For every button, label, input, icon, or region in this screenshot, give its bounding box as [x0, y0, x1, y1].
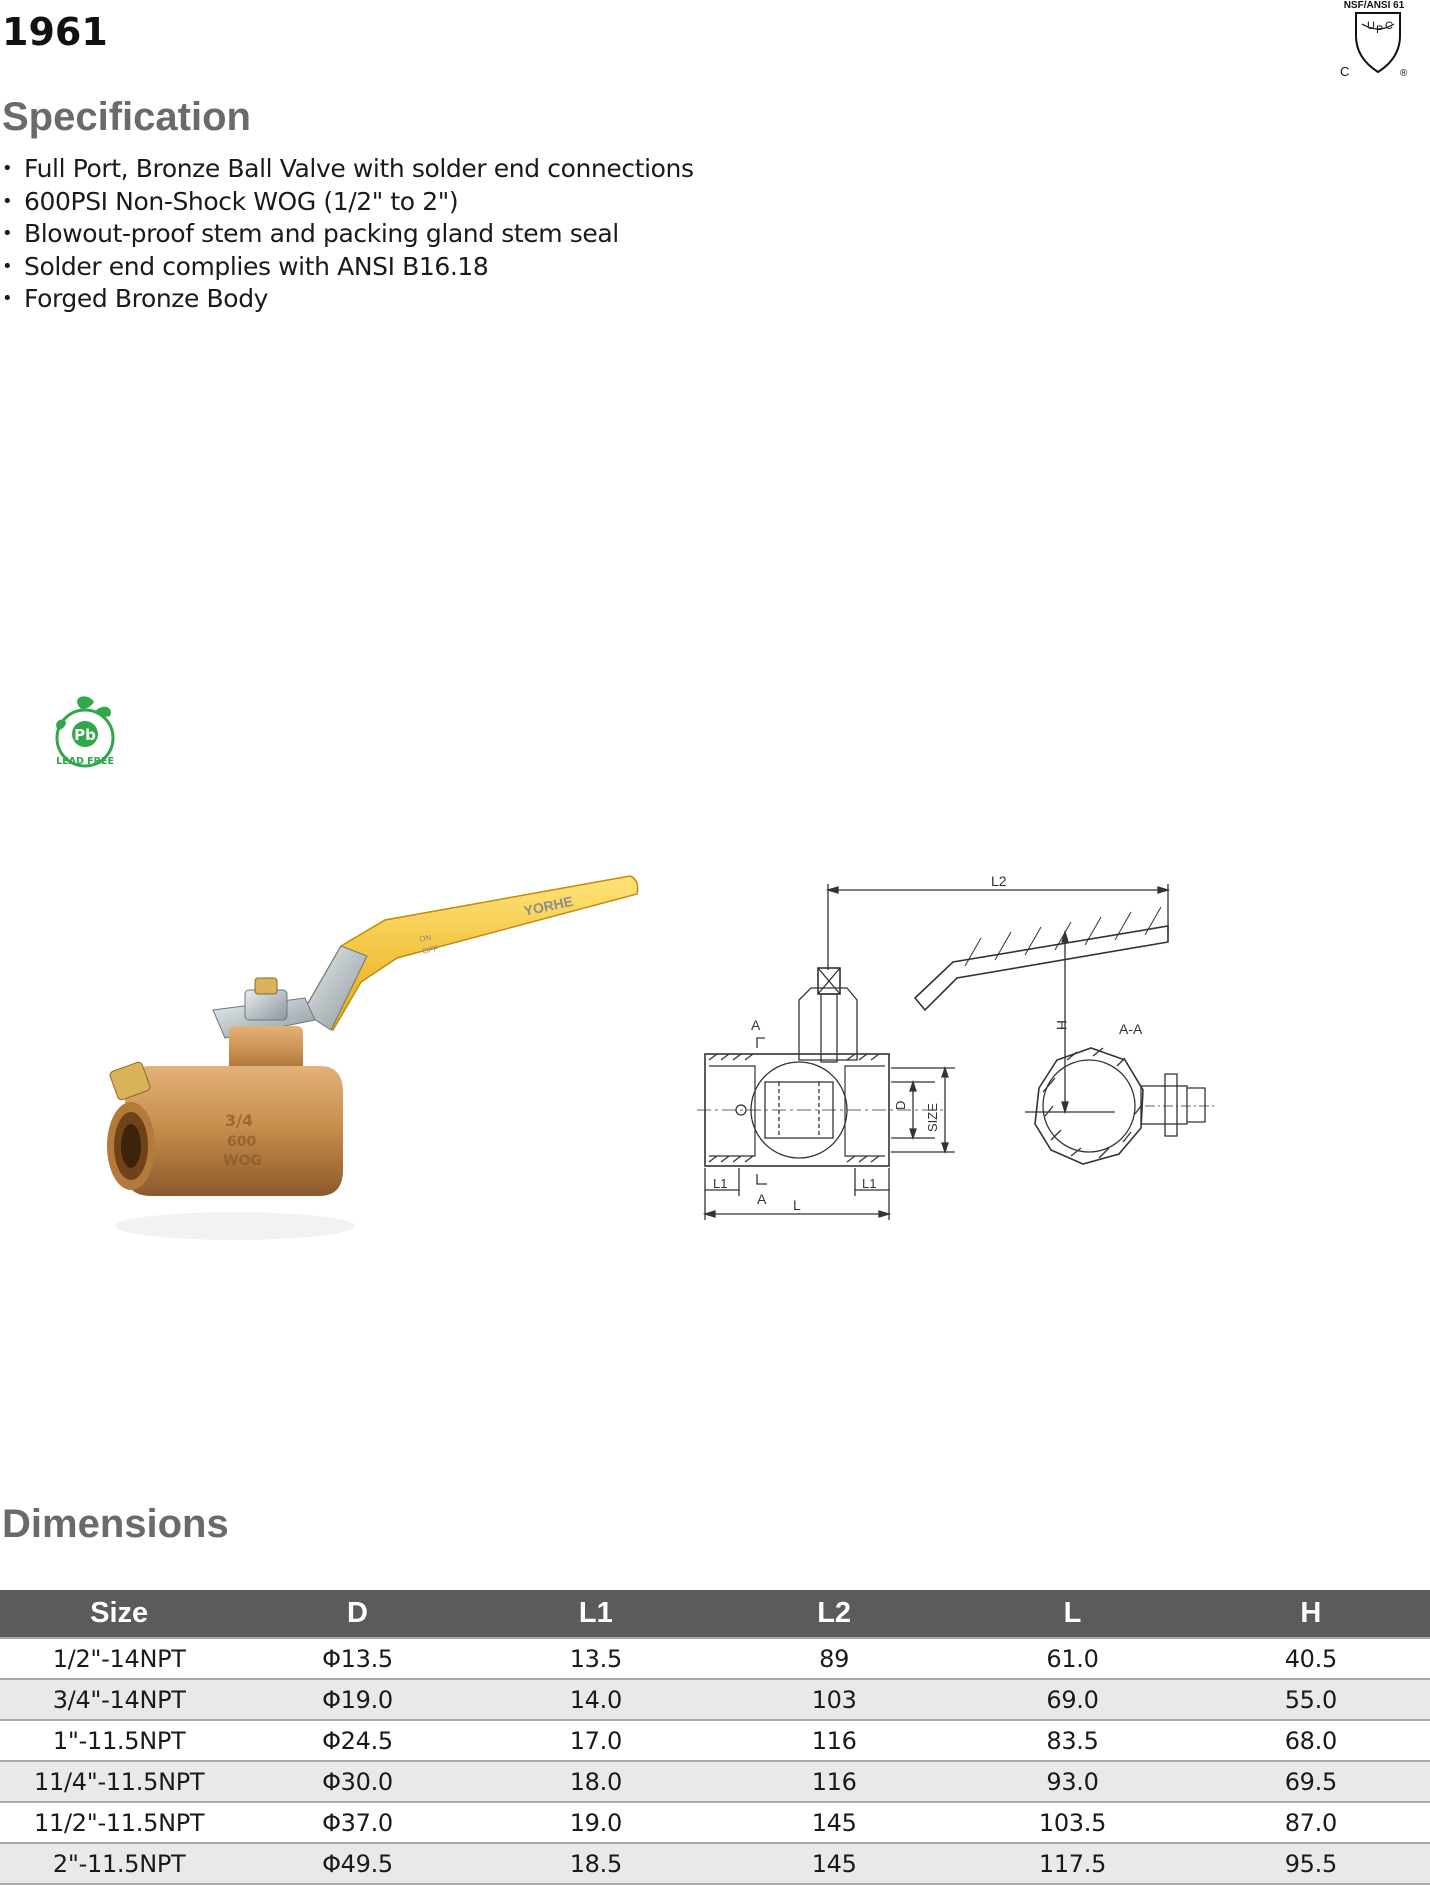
spec-item: Forged Bronze Body: [0, 283, 694, 316]
cell-size: 11/2"-11.5NPT: [0, 1802, 239, 1844]
column-header-l2: L2: [714, 1590, 954, 1638]
column-header-d: D: [238, 1590, 477, 1638]
specification-list: Full Port, Bronze Ball Valve with solder…: [0, 153, 694, 316]
cell-l: 61.0: [953, 1637, 1192, 1680]
label-l1-left: L1: [713, 1176, 727, 1191]
cell-size: 2"-11.5NPT: [0, 1843, 239, 1885]
cell-h: 87.0: [1191, 1802, 1430, 1844]
lead-free-badge: Pb LEAD FREE: [48, 694, 122, 779]
column-header-size: Size: [0, 1590, 239, 1638]
cell-size: 3/4"-14NPT: [0, 1679, 239, 1721]
dimensions-title: Dimensions: [2, 1502, 229, 1546]
cell-h: 95.5: [1191, 1843, 1430, 1885]
cell-l1: 18.5: [476, 1843, 715, 1885]
handle-on-text: ON: [419, 933, 433, 944]
ball-valve-section-drawing: L2 H A: [697, 873, 1215, 1220]
table-row: 2"-11.5NPT Φ49.5 18.5 145 117.5 95.5: [0, 1843, 1430, 1885]
product-photo: YORHE ON OFF 3/4 600 WOG: [105, 870, 645, 1295]
cell-l2: 145: [714, 1802, 954, 1844]
cell-l1: 18.0: [476, 1761, 715, 1803]
cell-l2: 89: [714, 1637, 954, 1680]
cell-l1: 13.5: [476, 1637, 715, 1680]
cell-l: 83.5: [953, 1720, 1192, 1762]
upc-letter-p: P: [1376, 24, 1383, 36]
cell-d: Φ24.5: [238, 1720, 477, 1762]
cell-size: 1/2"-14NPT: [0, 1637, 239, 1680]
cell-h: 69.5: [1191, 1761, 1430, 1803]
label-d: D: [893, 1101, 908, 1110]
table-row: 11/4"-11.5NPT Φ30.0 18.0 116 93.0 69.5: [0, 1761, 1430, 1803]
upc-letter-c: C: [1385, 20, 1393, 32]
column-header-h: H: [1191, 1590, 1430, 1638]
handle-off-text: OFF: [422, 944, 440, 956]
ball-valve-photo-icon: YORHE ON OFF 3/4 600 WOG: [107, 875, 639, 1240]
body-mark-wog: WOG: [223, 1153, 262, 1169]
cell-l: 93.0: [953, 1761, 1192, 1803]
table-row: 1"-11.5NPT Φ24.5 17.0 116 83.5 68.0: [0, 1720, 1430, 1762]
model-number: 1961: [2, 10, 108, 54]
cell-d: Φ30.0: [238, 1761, 477, 1803]
spec-item: Solder end complies with ANSI B16.18: [0, 251, 694, 284]
cell-l1: 14.0: [476, 1679, 715, 1721]
technical-drawing: L2 H A: [695, 870, 1315, 1245]
cell-h: 68.0: [1191, 1720, 1430, 1762]
body-mark-pressure: 600: [227, 1134, 256, 1150]
column-header-l1: L1: [476, 1590, 715, 1638]
cell-h: 55.0: [1191, 1679, 1430, 1721]
table-header-row: Size D L1 L2 L H: [0, 1590, 1430, 1638]
specification-title: Specification: [2, 95, 251, 139]
upc-shield-icon: NSF/ANSI 61 U P C C ®: [1340, 0, 1408, 79]
cell-d: Φ19.0: [238, 1679, 477, 1721]
cell-l1: 19.0: [476, 1802, 715, 1844]
spec-item: 600PSI Non-Shock WOG (1/2" to 2"): [0, 186, 694, 219]
registered-mark: ®: [1400, 68, 1408, 79]
cell-l2: 116: [714, 1720, 954, 1762]
label-a-bottom: A: [757, 1191, 767, 1207]
label-section-aa: A-A: [1119, 1021, 1143, 1037]
cell-l: 103.5: [953, 1802, 1192, 1844]
dimensions-table: Size D L1 L2 L H 1/2"-14NPT Φ13.5 13.5 8…: [0, 1590, 1430, 1885]
cell-l1: 17.0: [476, 1720, 715, 1762]
upc-certification-mark: NSF/ANSI 61 U P C C ®: [1334, 0, 1414, 85]
lead-free-leaf-icon: Pb LEAD FREE: [55, 696, 115, 768]
label-a-top: A: [751, 1017, 761, 1033]
table-row: 11/2"-11.5NPT Φ37.0 19.0 145 103.5 87.0: [0, 1802, 1430, 1844]
cell-d: Φ37.0: [238, 1802, 477, 1844]
cell-l: 117.5: [953, 1843, 1192, 1885]
cell-size: 11/4"-11.5NPT: [0, 1761, 239, 1803]
cert-c-letter: C: [1340, 64, 1349, 79]
label-l2: L2: [991, 873, 1007, 889]
label-h: H: [1054, 1020, 1070, 1030]
label-size: SIZE: [925, 1103, 940, 1132]
table-row: 3/4"-14NPT Φ19.0 14.0 103 69.0 55.0: [0, 1679, 1430, 1721]
cell-d: Φ13.5: [238, 1637, 477, 1680]
column-header-l: L: [953, 1590, 1192, 1638]
lead-free-text: LEAD FREE: [56, 756, 114, 767]
lead-free-symbol: Pb: [74, 726, 96, 744]
table-row: 1/2"-14NPT Φ13.5 13.5 89 61.0 40.5: [0, 1637, 1430, 1680]
cell-l2: 103: [714, 1679, 954, 1721]
body-mark-size: 3/4: [225, 1111, 253, 1130]
label-l: L: [793, 1197, 801, 1213]
cell-h: 40.5: [1191, 1637, 1430, 1680]
spec-item: Full Port, Bronze Ball Valve with solder…: [0, 153, 694, 186]
cell-l: 69.0: [953, 1679, 1192, 1721]
upc-letter-u: U: [1367, 20, 1375, 32]
cell-d: Φ49.5: [238, 1843, 477, 1885]
label-l1-right: L1: [862, 1176, 876, 1191]
spec-item: Blowout-proof stem and packing gland ste…: [0, 218, 694, 251]
cell-l2: 145: [714, 1843, 954, 1885]
cell-size: 1"-11.5NPT: [0, 1720, 239, 1762]
nsf-text: NSF/ANSI 61: [1344, 0, 1405, 11]
cell-l2: 116: [714, 1761, 954, 1803]
